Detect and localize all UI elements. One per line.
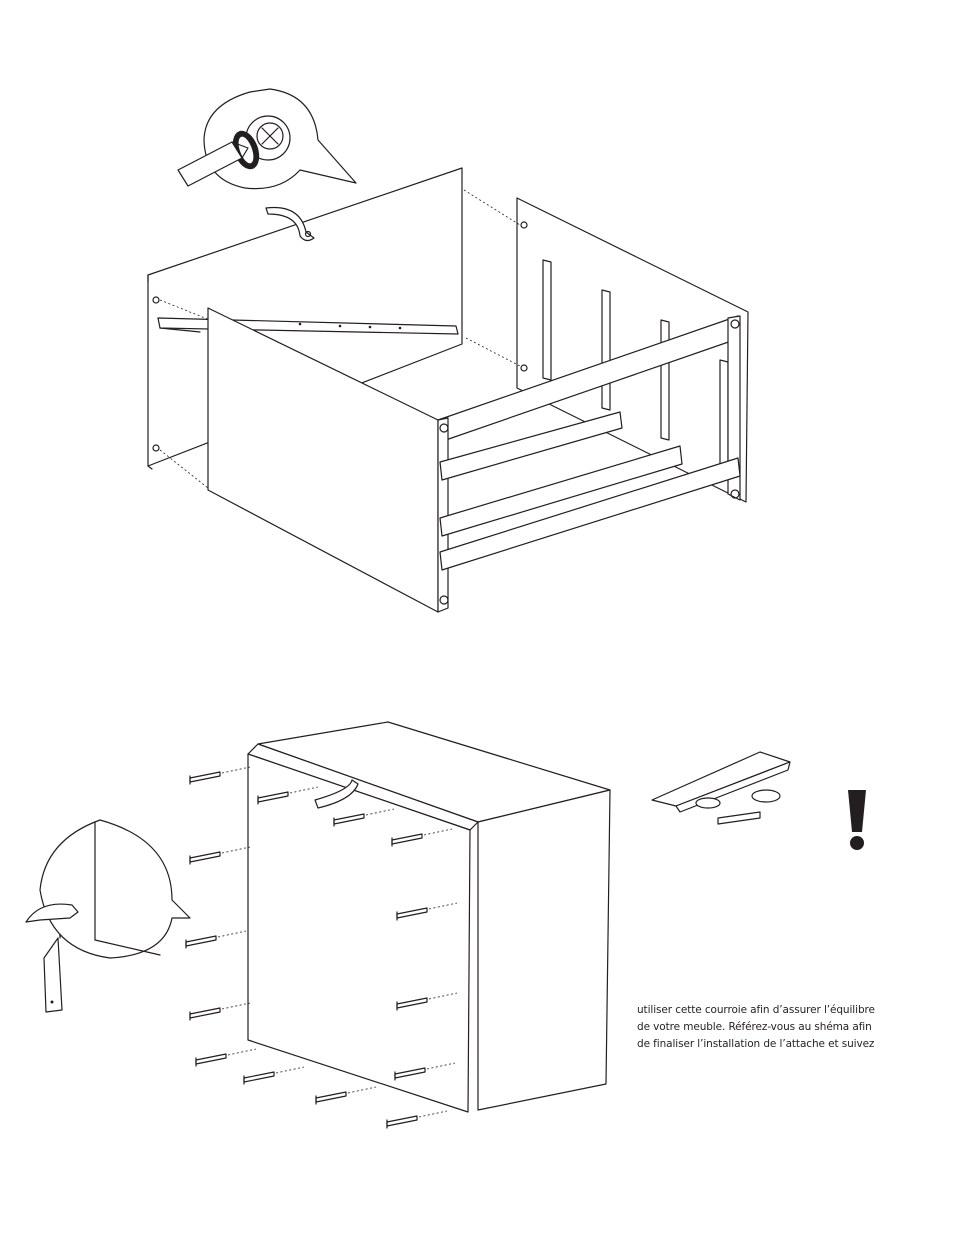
anti-tip-strap-icon — [652, 752, 790, 824]
note-line: de finaliser l’installation de l’attache… — [637, 1036, 927, 1053]
note-line: de votre meuble. Référez-vous au shéma a… — [637, 1019, 927, 1036]
cam-lock-callout — [204, 89, 356, 189]
nail — [397, 993, 457, 1010]
instruction-note: utiliser cette courroie afin d’assurer l… — [637, 1002, 927, 1053]
carcass-assembly-illustration — [0, 0, 954, 640]
nail — [190, 1003, 250, 1020]
nail — [196, 1049, 256, 1066]
nail — [62, 877, 122, 894]
nail — [334, 809, 394, 826]
nail — [186, 931, 246, 948]
nail — [397, 903, 457, 920]
hammer-icon — [26, 904, 78, 1012]
nail — [62, 837, 122, 854]
nails — [60, 767, 457, 1128]
anti-tip-strap — [315, 780, 358, 808]
nail — [190, 847, 250, 864]
nail — [395, 1063, 455, 1080]
hammer-callout — [40, 820, 190, 958]
nail — [190, 767, 250, 784]
cabinet — [248, 722, 610, 1112]
nail — [392, 829, 452, 846]
exclamation-icon — [848, 790, 866, 850]
nail — [316, 1087, 376, 1104]
nail — [60, 921, 120, 938]
nail — [258, 787, 318, 804]
nail — [387, 1111, 447, 1128]
note-line: utiliser cette courroie afin d’assurer l… — [637, 1002, 927, 1019]
nail — [244, 1067, 304, 1084]
